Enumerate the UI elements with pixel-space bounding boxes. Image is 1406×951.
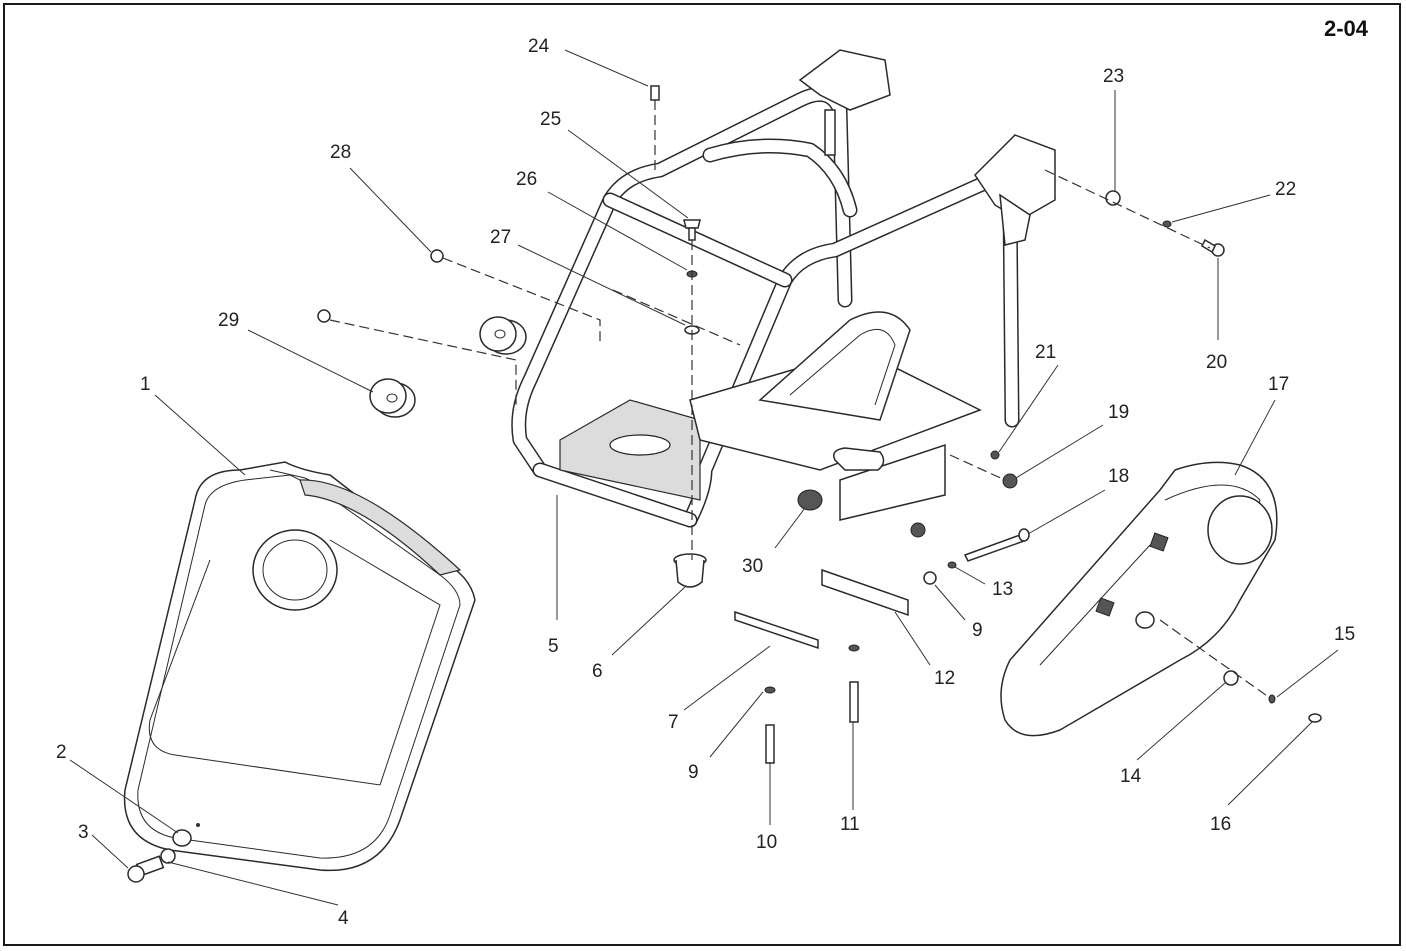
assembly-lines bbox=[329, 100, 1271, 699]
callout-22: 22 bbox=[1275, 179, 1296, 200]
callout-10: 10 bbox=[756, 832, 777, 853]
bolt-29-part bbox=[317, 309, 331, 323]
callout-4: 4 bbox=[338, 908, 349, 929]
callout-15: 15 bbox=[1334, 624, 1355, 645]
grommet-part bbox=[673, 553, 707, 588]
callout-18: 18 bbox=[1108, 466, 1129, 487]
callout-9-upper: 9 bbox=[972, 620, 983, 641]
rubber-mount-upper-part bbox=[479, 316, 527, 355]
bolt-28-part bbox=[430, 249, 444, 263]
callout-3: 3 bbox=[78, 822, 89, 843]
callout-25: 25 bbox=[540, 109, 561, 130]
bar-part bbox=[821, 568, 909, 617]
callout-23: 23 bbox=[1103, 66, 1124, 87]
callout-26: 26 bbox=[516, 169, 537, 190]
callout-28: 28 bbox=[330, 142, 351, 163]
callout-2: 2 bbox=[56, 742, 67, 763]
nut-side-plate-part bbox=[910, 522, 926, 538]
callout-14: 14 bbox=[1120, 766, 1142, 787]
screw-16-part bbox=[1308, 713, 1322, 723]
bolt-10-part bbox=[764, 686, 776, 764]
callout-7: 7 bbox=[668, 712, 679, 733]
callout-12: 12 bbox=[934, 668, 955, 689]
bolt-20-part bbox=[1201, 238, 1225, 257]
cover-fastener-set bbox=[127, 829, 192, 883]
callout-11: 11 bbox=[840, 814, 860, 835]
leader-lines bbox=[69, 49, 1339, 906]
callout-29: 29 bbox=[218, 310, 239, 331]
callout-17: 17 bbox=[1268, 374, 1289, 395]
page-code: 2-04 bbox=[1323, 16, 1368, 41]
knob-part bbox=[797, 489, 823, 511]
bolt-11-part bbox=[848, 644, 860, 723]
washer-9-part bbox=[923, 571, 937, 585]
callout-5: 5 bbox=[548, 636, 559, 657]
callout-30: 30 bbox=[742, 556, 763, 577]
callout-27: 27 bbox=[490, 227, 511, 248]
callout-24: 24 bbox=[528, 36, 550, 57]
callout-13: 13 bbox=[992, 579, 1013, 600]
washer-22-part bbox=[1162, 220, 1172, 228]
washer-13-part bbox=[947, 561, 957, 569]
callout-19: 19 bbox=[1108, 402, 1129, 423]
screw-24-part bbox=[650, 85, 660, 101]
rubber-mount-lower-part bbox=[369, 378, 416, 418]
washer-23-part bbox=[1105, 190, 1121, 206]
callout-21: 21 bbox=[1035, 342, 1056, 363]
washer-21-part bbox=[990, 450, 1000, 460]
callout-labels: 1 2 3 4 5 6 7 9 9 10 11 12 13 14 15 16 1… bbox=[56, 36, 1355, 929]
washer-15-part bbox=[1268, 694, 1276, 704]
front-cover-part bbox=[123, 461, 476, 872]
callout-6: 6 bbox=[592, 661, 603, 682]
main-frame-part bbox=[511, 49, 1056, 528]
nut-19-part bbox=[1002, 473, 1018, 489]
callout-1: 1 bbox=[140, 374, 151, 395]
belt-guard-part bbox=[1000, 461, 1278, 737]
strap-part bbox=[734, 610, 819, 650]
long-bolt-part bbox=[963, 528, 1030, 562]
washer-14-part bbox=[1223, 670, 1239, 686]
callout-20: 20 bbox=[1206, 352, 1227, 373]
callout-9-lower: 9 bbox=[688, 762, 699, 783]
callout-16: 16 bbox=[1210, 814, 1231, 835]
